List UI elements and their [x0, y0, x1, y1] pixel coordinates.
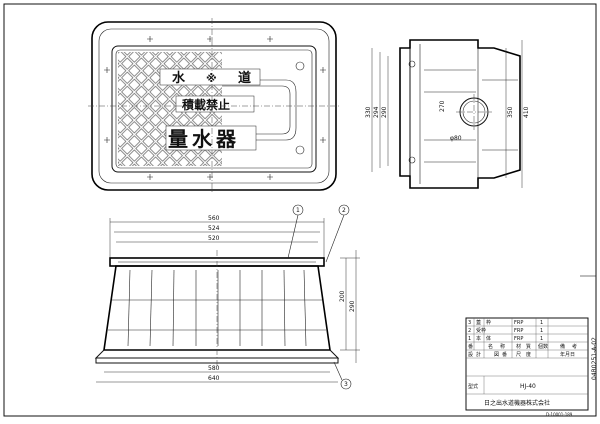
parts-header: 番 名 称 材 質 個数 備 考: [468, 343, 577, 350]
approval-row: 設 計 図 番 尺 度 年月日: [468, 351, 575, 358]
svg-text:蓋: 蓋: [476, 319, 481, 326]
side-dim-350: 350: [507, 106, 514, 118]
lid-text-band: [165, 125, 257, 151]
lid-handle-groove: [222, 79, 297, 141]
side-view: 330 294 290 φ80 270 350 410: [365, 39, 530, 189]
svg-text:図: 図: [494, 352, 499, 358]
front-dim-520: 520: [208, 235, 220, 242]
side-dim-290: 290: [381, 106, 388, 118]
side-body-outline: [399, 39, 521, 189]
svg-text:本: 本: [476, 335, 481, 342]
lid-text-2: ※: [206, 72, 217, 85]
lid-text-load-warning: 積載禁止: [181, 97, 230, 112]
svg-text:1: 1: [296, 207, 300, 214]
svg-text:FRP: FRP: [514, 328, 523, 334]
svg-text:設: 設: [468, 351, 473, 358]
footer-code: D-10001-189: [546, 412, 573, 417]
svg-text:番: 番: [468, 343, 473, 350]
svg-text:材: 材: [516, 343, 521, 350]
svg-text:2: 2: [468, 328, 471, 334]
side-hole-label: φ80: [450, 135, 462, 142]
svg-text:度: 度: [526, 351, 531, 358]
side-dim-294: 294: [373, 106, 380, 118]
svg-text:受枠: 受枠: [476, 327, 486, 334]
plan-lid-outline: [111, 45, 317, 173]
svg-text:個数: 個数: [538, 343, 548, 350]
svg-text:年月日: 年月日: [560, 351, 575, 358]
doc-number: 04R0251-A-02: [591, 337, 598, 380]
svg-text:体: 体: [486, 335, 491, 342]
svg-text:2: 2: [342, 207, 346, 214]
svg-text:FRP: FRP: [514, 320, 523, 326]
svg-text:3: 3: [468, 320, 471, 326]
bolt-hole-icon: [295, 61, 305, 71]
svg-text:考: 考: [572, 344, 577, 350]
balloon-3: [340, 378, 352, 390]
lid-text-1: 水: [172, 70, 186, 86]
model-label: 型式: [468, 383, 478, 390]
sheet-border: [3, 3, 597, 417]
front-dim-200: 200: [339, 290, 346, 302]
svg-text:名: 名: [488, 343, 493, 350]
svg-text:1: 1: [540, 328, 543, 334]
plan-view: 水 ※ 道 積載禁止 量水器: [88, 18, 340, 194]
front-dim-560: 560: [208, 215, 220, 222]
lid-text-meter: 量水器: [168, 127, 240, 151]
bolt-hole-icon: [295, 145, 305, 155]
svg-text:計: 計: [476, 351, 481, 358]
side-dim-410: 410: [523, 106, 530, 118]
svg-text:FRP: FRP: [514, 336, 523, 342]
svg-text:1: 1: [540, 320, 543, 326]
svg-text:3: 3: [344, 381, 348, 388]
front-dim-640: 640: [208, 375, 220, 382]
svg-text:称: 称: [500, 343, 505, 350]
plan-tick-marks: [104, 36, 326, 180]
model-value: HJ-40: [520, 383, 536, 390]
company-name: 日之出水道機器株式会社: [484, 399, 550, 407]
plan-lid-inner: [115, 49, 313, 169]
lid-text-band: [175, 95, 255, 113]
front-dim-524: 524: [208, 225, 220, 232]
side-dim-270: 270: [439, 100, 446, 112]
lid-text-band: [159, 68, 261, 86]
svg-text:枠: 枠: [486, 319, 491, 326]
svg-text:1: 1: [540, 336, 543, 342]
svg-text:1: 1: [468, 336, 471, 342]
svg-text:備: 備: [560, 343, 565, 350]
front-dim-580: 580: [208, 365, 220, 372]
title-block: 3 蓋 枠 FRP 1 2 受枠 FRP 1 1 本 体 FRP 1 番 名 称…: [465, 317, 598, 417]
lid-handle-groove-inner: [222, 85, 291, 135]
lid-text-3: 道: [238, 70, 251, 86]
svg-text:質: 質: [526, 343, 531, 350]
svg-text:番: 番: [502, 351, 507, 358]
front-view: 560 524 520 580 640 200 290: [94, 204, 360, 390]
svg-text:尺: 尺: [516, 352, 521, 358]
side-ribs: [424, 69, 518, 163]
side-dim-330: 330: [365, 106, 372, 118]
front-dim-290: 290: [349, 300, 356, 312]
